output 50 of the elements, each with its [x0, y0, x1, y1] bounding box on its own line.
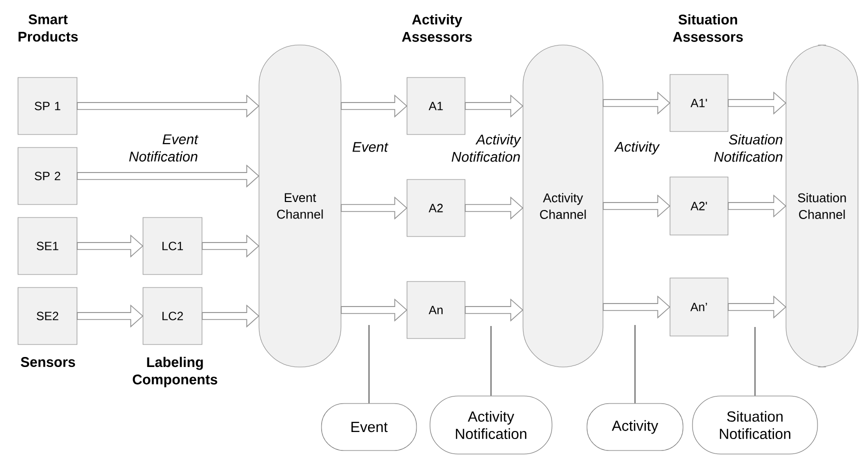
leader-line — [490, 326, 492, 396]
flow-label: Event — [352, 142, 388, 152]
block-arrow — [202, 304, 260, 328]
process-box: A1 — [406, 77, 466, 135]
block-arrow — [340, 298, 408, 322]
process-box: An’ — [670, 278, 728, 336]
block-arrow — [340, 196, 408, 220]
block-arrow — [728, 91, 786, 115]
flow-label: Situation Notification — [714, 134, 782, 162]
leader-line — [754, 327, 756, 396]
block-arrow — [76, 304, 144, 328]
block-arrow — [602, 91, 670, 115]
process-box: A1' — [670, 74, 728, 132]
process-box: LC2 — [142, 287, 202, 345]
data-pill: Activity Notification — [430, 396, 552, 454]
block-arrow — [76, 164, 260, 188]
channel-box: Activity Channel — [522, 44, 604, 368]
process-box: LC1 — [142, 217, 202, 275]
data-pill: Event — [321, 403, 417, 451]
flow-label: Activity Notification — [452, 134, 522, 162]
group-heading: Labeling Components — [132, 356, 218, 388]
channel-box: Situation Channel — [786, 44, 858, 368]
group-heading: Situation Assessors — [672, 14, 743, 42]
block-arrow — [728, 194, 786, 218]
leader-line — [368, 325, 370, 404]
channel-box: Event Channel — [258, 44, 342, 368]
process-box: SP 2 — [18, 147, 78, 205]
group-heading: Smart Products — [18, 14, 78, 42]
block-arrow — [464, 94, 524, 118]
process-box: SE1 — [18, 217, 78, 275]
flow-label: Activity — [614, 141, 660, 155]
block-arrow — [76, 94, 260, 118]
process-box: SE2 — [18, 287, 78, 345]
group-heading: Activity Assessors — [402, 14, 472, 42]
block-arrow — [602, 295, 670, 319]
block-arrow — [76, 234, 144, 258]
block-arrow — [464, 298, 524, 322]
block-arrow — [602, 194, 670, 218]
block-arrow — [728, 295, 786, 319]
leader-line — [634, 325, 636, 404]
data-pill: Situation Notification — [692, 396, 818, 454]
process-box: An — [406, 281, 466, 339]
block-arrow — [464, 196, 524, 220]
flow-label: Event Notification — [129, 134, 198, 162]
process-box: SP 1 — [18, 77, 78, 135]
block-arrow — [340, 94, 408, 118]
data-pill: Activity — [586, 403, 684, 451]
process-box: A2' — [670, 176, 728, 236]
block-arrow — [202, 234, 260, 258]
process-box: A2 — [406, 179, 466, 237]
